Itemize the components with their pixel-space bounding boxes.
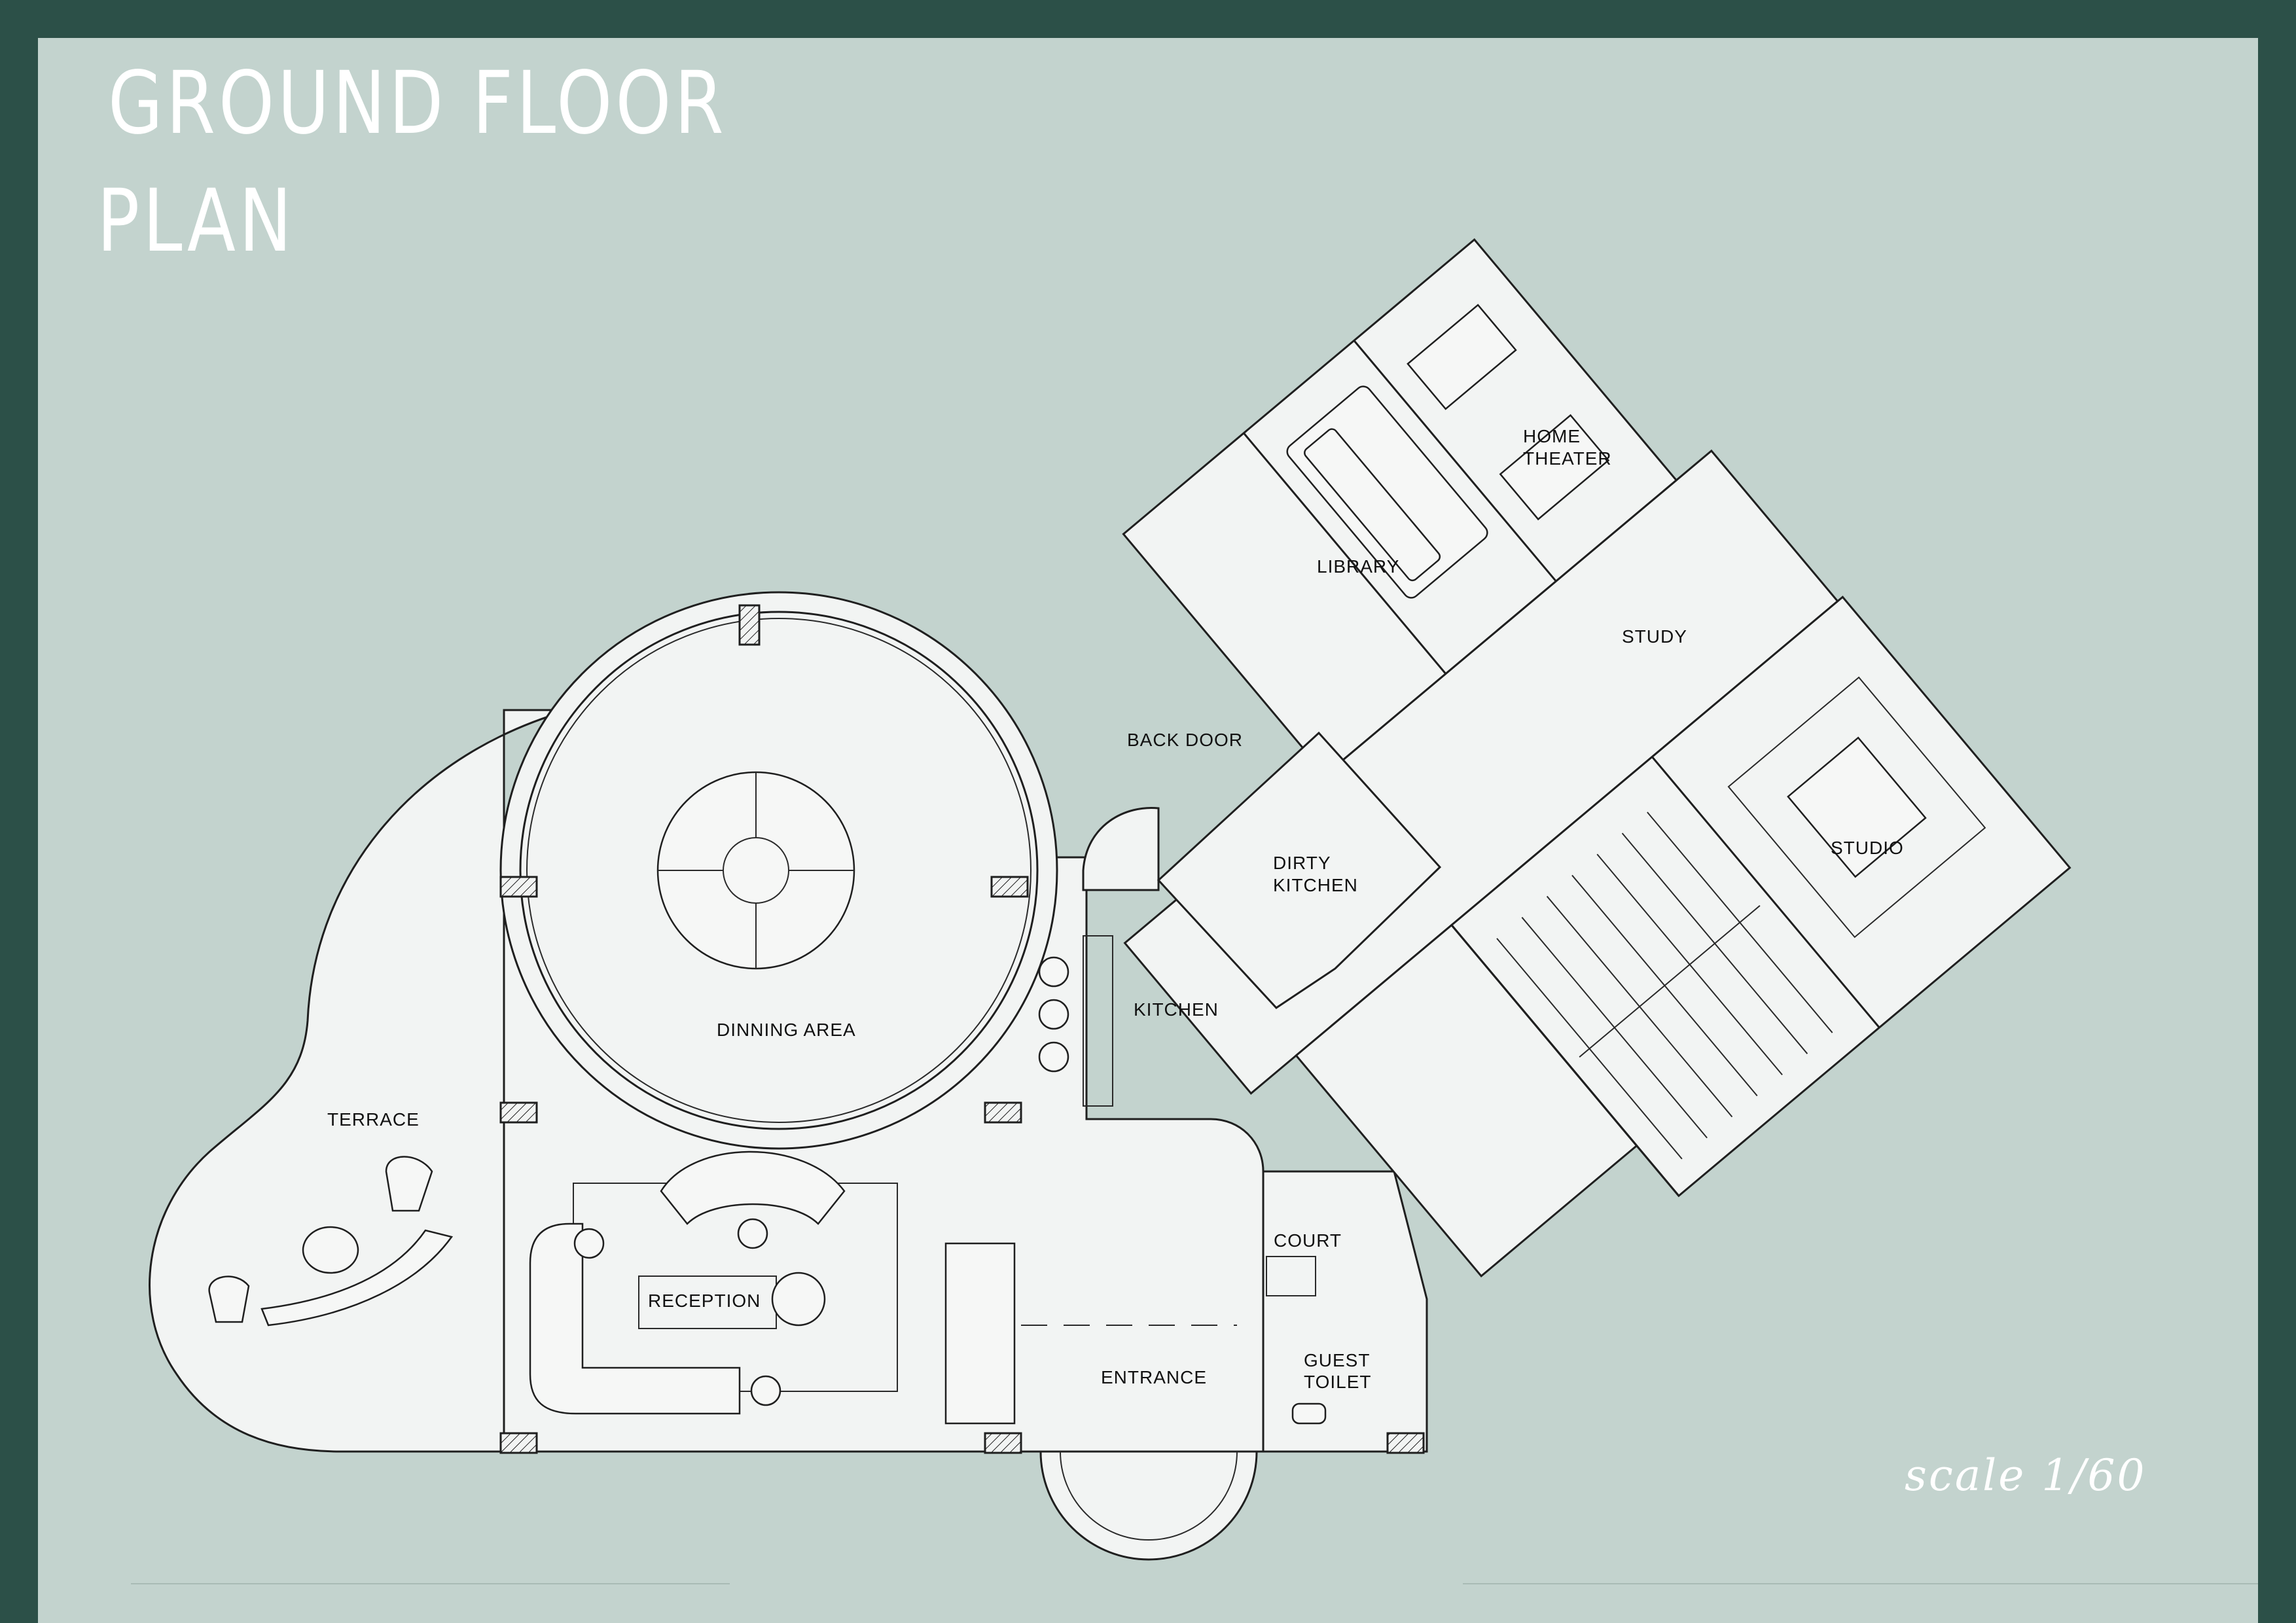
- label-kitchen: KITCHEN: [1134, 999, 1219, 1020]
- label-library: LIBRARY: [1317, 556, 1399, 577]
- label-home-theater-2: THEATER: [1523, 448, 1612, 469]
- label-terrace: TERRACE: [327, 1109, 420, 1130]
- entrance-bay: [1039, 1450, 1258, 1561]
- dining-inner-wall-2: [526, 618, 1031, 1123]
- dining-inner-wall: [519, 611, 1039, 1130]
- plan-title-line-2: PLAN: [97, 171, 295, 272]
- terrace-outline: [149, 709, 570, 1453]
- label-studio: STUDIO: [1831, 838, 1904, 858]
- dining-table-group: [656, 771, 855, 970]
- label-guest-toilet-1: GUEST: [1304, 1350, 1370, 1370]
- dirty-kitchen-outline: [1157, 731, 1442, 1009]
- reception-side-table: [771, 1272, 826, 1327]
- kitchen-bump-outline: [1082, 806, 1160, 891]
- label-study: STUDY: [1622, 626, 1687, 647]
- reception-l-sofa: [529, 1222, 741, 1415]
- bar-stool: [1038, 1041, 1069, 1073]
- entrance-cabinet: [944, 1242, 1016, 1425]
- label-back-door: BACK DOOR: [1127, 730, 1243, 750]
- terrace-table: [302, 1226, 359, 1274]
- label-dirty-kitchen-1: DIRTY: [1273, 853, 1331, 873]
- label-court: COURT: [1274, 1230, 1342, 1251]
- plan-title-line-1: GROUND FLOOR: [108, 53, 727, 154]
- label-home-theater-1: HOME: [1523, 426, 1581, 446]
- label-reception: RECEPTION: [648, 1291, 761, 1311]
- label-entrance: ENTRANCE: [1101, 1367, 1207, 1387]
- structural-columns: [499, 604, 1425, 1454]
- label-dirty-kitchen-2: KITCHEN: [1273, 875, 1358, 895]
- scale-note: scale 1/60: [1905, 1450, 2147, 1501]
- bar-stool: [1038, 956, 1069, 988]
- label-guest-toilet-2: TOILET: [1304, 1372, 1372, 1392]
- kitchen-counter: [1083, 935, 1113, 1107]
- bar-stool: [1038, 999, 1069, 1030]
- toilet-block-outline: [1262, 1170, 1428, 1453]
- terrace-curved-bench: [260, 1229, 454, 1327]
- reception-curved-sofa: [660, 1150, 846, 1225]
- court-planters: [1266, 1256, 1316, 1296]
- label-dinning-area: DINNING AREA: [717, 1020, 856, 1040]
